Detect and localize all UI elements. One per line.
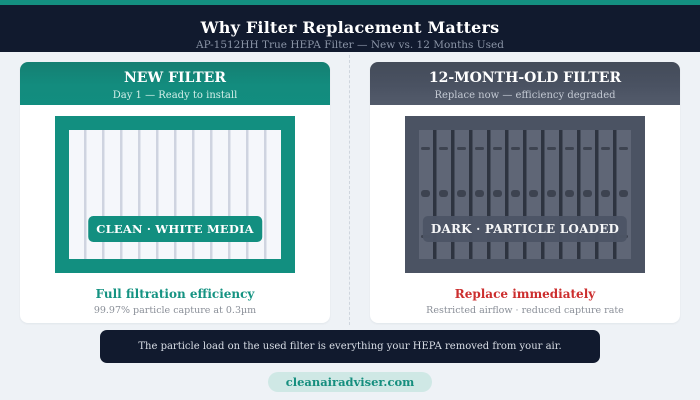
takeaway-banner: The particle load on the used filter is … (100, 330, 600, 363)
source-url-link[interactable]: cleanairadviser.com (268, 372, 432, 392)
top-accent-bar (0, 0, 700, 5)
page-title: Why Filter Replacement Matters (200, 18, 500, 37)
used-filter-detail: Restricted airflow · reduced capture rat… (426, 305, 624, 316)
used-filter-verdict: Replace immediately (454, 287, 596, 301)
new-filter-image-label: CLEAN · WHITE MEDIA (88, 216, 262, 242)
new-filter-verdict: Full filtration efficiency (95, 287, 255, 301)
comparison-divider (349, 55, 350, 325)
particle-streaks-middle (419, 190, 631, 197)
used-filter-title: 12-MONTH-OLD FILTER (428, 70, 622, 86)
new-filter-detail: 99.97% particle capture at 0.3µm (93, 305, 257, 316)
page-header: Why Filter Replacement Matters AP-1512HH… (0, 5, 700, 52)
page-subtitle: AP-1512HH True HEPA Filter — New vs. 12 … (196, 39, 504, 51)
new-filter-illustration: CLEAN · WHITE MEDIA (55, 116, 295, 273)
new-filter-subtitle: Day 1 — Ready to install (112, 90, 238, 101)
used-filter-illustration: DARK · PARTICLE LOADED (405, 116, 645, 273)
particle-streaks-top (419, 146, 631, 152)
new-filter-card: NEW FILTER Day 1 — Ready to install CLEA… (20, 62, 330, 323)
used-filter-card-header: 12-MONTH-OLD FILTER Replace now — effici… (370, 62, 680, 105)
new-filter-card-header: NEW FILTER Day 1 — Ready to install (20, 62, 330, 105)
new-filter-title: NEW FILTER (124, 70, 226, 86)
used-filter-image-label: DARK · PARTICLE LOADED (422, 216, 628, 242)
used-filter-subtitle: Replace now — efficiency degraded (434, 90, 616, 101)
used-filter-card: 12-MONTH-OLD FILTER Replace now — effici… (370, 62, 680, 323)
